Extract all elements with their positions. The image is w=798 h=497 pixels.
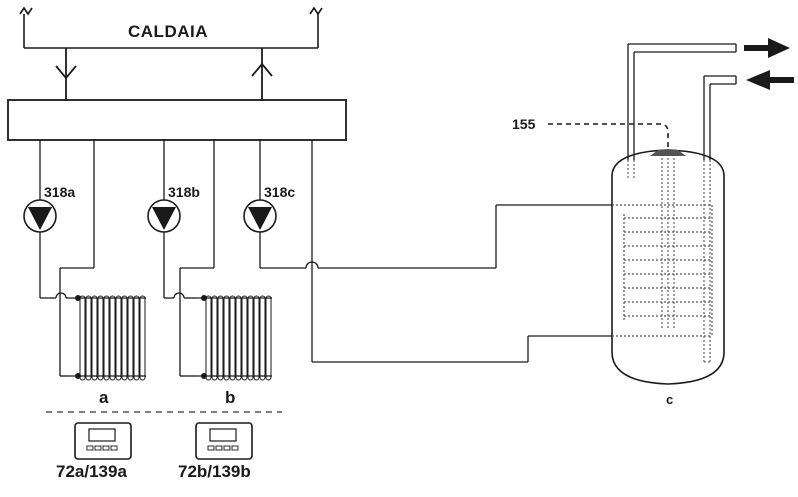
flow-up-icon <box>251 48 273 100</box>
radiator-label-b: b <box>225 388 236 407</box>
controller-label-72b-139b: 72b/139b <box>178 462 251 481</box>
circuit-b-pipes <box>163 140 215 377</box>
pump-icon <box>243 199 277 233</box>
flow-down-icon <box>55 48 77 100</box>
pumps-group <box>23 199 277 233</box>
pump-label-318b: 318b <box>168 184 200 200</box>
sensor-label-155: 155 <box>512 116 536 132</box>
pump-label-318c: 318c <box>264 184 296 200</box>
sensor-cap <box>650 150 686 156</box>
radiators-group <box>70 295 272 381</box>
controller-icon <box>195 422 253 460</box>
tank-label-c: c <box>666 392 674 407</box>
boiler-label: CALDAIA <box>128 22 208 41</box>
outlet-arrow-icon <box>744 38 790 58</box>
radiator-label-a: a <box>99 388 109 407</box>
controllers-group <box>74 422 253 460</box>
boiler-lines <box>19 6 323 49</box>
radiator-icon <box>196 295 272 381</box>
pump-icon <box>147 199 181 233</box>
sensor-lead <box>548 123 669 150</box>
dip-tubes <box>627 158 711 363</box>
storage-tank <box>611 149 725 385</box>
pump-icon <box>23 199 57 233</box>
pump-label-318a: 318a <box>44 184 76 200</box>
tank-pipes <box>627 43 737 160</box>
inlet-arrow-icon <box>746 70 794 90</box>
controller-label-72a-139a: 72a/139a <box>56 462 127 481</box>
manifold-box <box>7 99 347 141</box>
circuit-a-pipes <box>39 140 95 377</box>
circuit-c-pipes <box>259 140 612 363</box>
radiator-icon <box>70 295 146 381</box>
controller-icon <box>74 422 132 460</box>
